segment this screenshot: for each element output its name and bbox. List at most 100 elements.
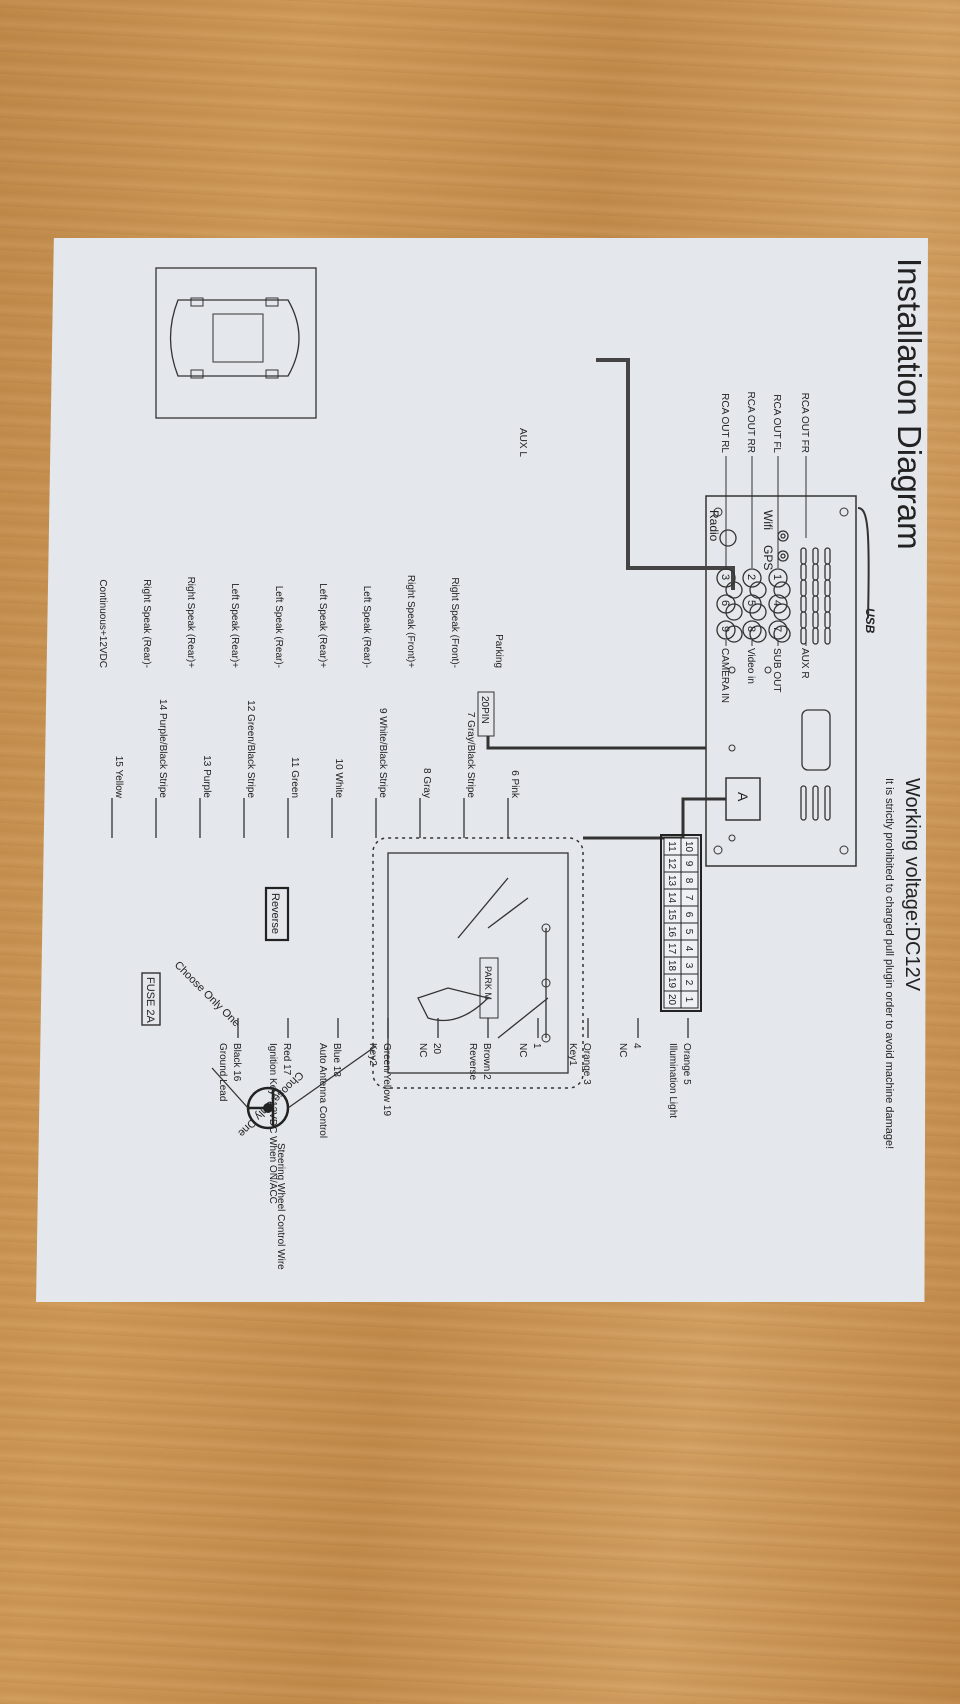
reverse-box	[264, 886, 290, 942]
svg-text:Red 17: Red 17	[281, 1043, 292, 1076]
fuse-box	[141, 972, 161, 1026]
svg-text:14: 14	[666, 892, 677, 904]
svg-text:8: 8	[745, 626, 757, 632]
rca-jack-4: 4	[768, 594, 788, 614]
svg-text:Reverse: Reverse	[467, 1043, 478, 1081]
pin-9: 9	[680, 854, 699, 873]
svg-text:9: 9	[719, 626, 731, 632]
svg-text:8: 8	[683, 878, 694, 884]
rca-left-label: RCA OUT FL	[771, 394, 782, 453]
svg-text:2: 2	[745, 574, 757, 580]
svg-text:6: 6	[683, 912, 694, 918]
connector-a-label: A	[735, 792, 751, 802]
steering-wheel-icon: Choose Only One Choose Only One Steering…	[172, 959, 377, 1270]
wifi-label: Wifi	[761, 510, 775, 530]
rca-right-label: AUX R	[799, 648, 810, 679]
rca-jack-7: 7	[768, 620, 788, 640]
pin-10: 10	[680, 837, 699, 856]
reverse-label: Reverse	[269, 893, 281, 934]
svg-text:Orange 5: Orange 5	[681, 1043, 692, 1085]
installation-diagram: Installation Diagram Working voltage:DC1…	[97, 258, 928, 1270]
svg-text:NC: NC	[417, 1043, 428, 1057]
pin-7: 7	[680, 888, 699, 907]
wire-left: 6 Pink Parking	[493, 634, 520, 838]
svg-text:9: 9	[683, 861, 694, 867]
svg-text:4: 4	[771, 600, 783, 606]
pin-19: 19	[663, 973, 682, 992]
svg-text:Left Speak (Rear)-: Left Speak (Rear)-	[273, 586, 284, 668]
svg-text:1: 1	[771, 574, 783, 580]
svg-text:12 Green/Black Stripe: 12 Green/Black Stripe	[245, 700, 256, 798]
svg-text:Illumination Light: Illumination Light	[667, 1043, 678, 1118]
pin-16: 16	[663, 922, 682, 941]
camera-box-label: PARK M	[483, 966, 493, 1000]
svg-text:9 White/Black Stripe: 9 White/Black Stripe	[377, 708, 388, 798]
diagram-title: Installation Diagram	[891, 258, 928, 550]
svg-text:11: 11	[666, 841, 677, 852]
svg-text:8 Gray: 8 Gray	[421, 768, 432, 798]
fuse-label: FUSE 2A	[144, 977, 156, 1024]
rca-output-block: 1 4 7 2 5 8 3 6 9 RCA OUT FR RCA OUT FL RCA OUT RR…	[517, 358, 810, 703]
svg-text:4: 4	[683, 946, 694, 952]
aux-l-label: AUX L	[517, 428, 528, 457]
svg-text:11 Green: 11 Green	[289, 757, 300, 798]
warning-text: It is strictly prohibited to charged pul…	[883, 778, 895, 1149]
svg-text:5: 5	[745, 600, 757, 606]
svg-text:NC: NC	[517, 1043, 528, 1057]
svg-text:3: 3	[719, 574, 731, 580]
svg-text:17: 17	[666, 943, 677, 955]
svg-text:Ground Lead: Ground Lead	[217, 1043, 228, 1101]
svg-text:14 Purple/Black Stripe: 14 Purple/Black Stripe	[157, 699, 168, 798]
svg-text:Auto Antenna Control: Auto Antenna Control	[317, 1043, 328, 1138]
rca-jack-5: 5	[742, 594, 762, 614]
rca-left-label: RCA OUT RR	[745, 392, 756, 454]
rca-jack-1: 1	[768, 568, 788, 588]
rca-jacks: 1 4 7 2 5 8 3 6 9	[716, 568, 788, 640]
rca-left-label: RCA OUT FR	[799, 393, 810, 453]
svg-text:Blue 18: Blue 18	[331, 1043, 342, 1077]
car-top-view	[155, 267, 317, 419]
gps-label: GPS	[761, 545, 775, 570]
rca-left-label: RCA OUT RL	[719, 393, 730, 453]
pin-18: 18	[663, 956, 682, 975]
svg-text:7 Gray/Black Stripe: 7 Gray/Black Stripe	[465, 712, 476, 799]
steering-label: Steering Wheel Control Wire	[275, 1143, 286, 1270]
pin-3: 3	[680, 956, 699, 975]
wire-right: 1NC	[517, 1018, 542, 1057]
usb-cable	[857, 507, 870, 619]
working-voltage: Working voltage:DC12V	[901, 778, 923, 992]
svg-text:Orange 3: Orange 3	[581, 1043, 592, 1085]
svg-text:Key2: Key2	[367, 1043, 378, 1066]
pin-1: 1	[680, 990, 699, 1009]
svg-text:Key1: Key1	[567, 1043, 578, 1066]
svg-text:20: 20	[431, 1043, 442, 1055]
svg-text:16: 16	[666, 926, 677, 938]
svg-text:Green/Yellow 19: Green/Yellow 19	[381, 1043, 392, 1116]
svg-text:15 Yellow: 15 Yellow	[113, 756, 124, 799]
plug-20pin	[477, 691, 495, 737]
svg-text:Brown 2: Brown 2	[481, 1043, 492, 1080]
svg-text:7: 7	[771, 626, 783, 632]
svg-text:6: 6	[719, 600, 731, 606]
wire-left: 11 Green Left Speak (Rear)-	[273, 586, 300, 838]
pin-12: 12	[663, 854, 682, 873]
pin-2: 2	[680, 973, 699, 992]
plug-20pin-label: 20PIN	[479, 696, 490, 724]
svg-text:6 Pink: 6 Pink	[509, 770, 520, 799]
rca-jack-9: 9	[716, 620, 736, 640]
rca-jack-2: 2	[742, 568, 762, 588]
rca-right-label: SUB OUT	[771, 648, 782, 692]
svg-text:10 White: 10 White	[333, 759, 344, 799]
svg-text:Parking: Parking	[493, 634, 504, 668]
pin-11: 11	[663, 837, 682, 856]
svg-text:Left Speak (Rear)+: Left Speak (Rear)+	[229, 583, 240, 668]
choose-only-one-1: Choose Only One	[172, 959, 242, 1029]
svg-text:2: 2	[683, 980, 694, 986]
